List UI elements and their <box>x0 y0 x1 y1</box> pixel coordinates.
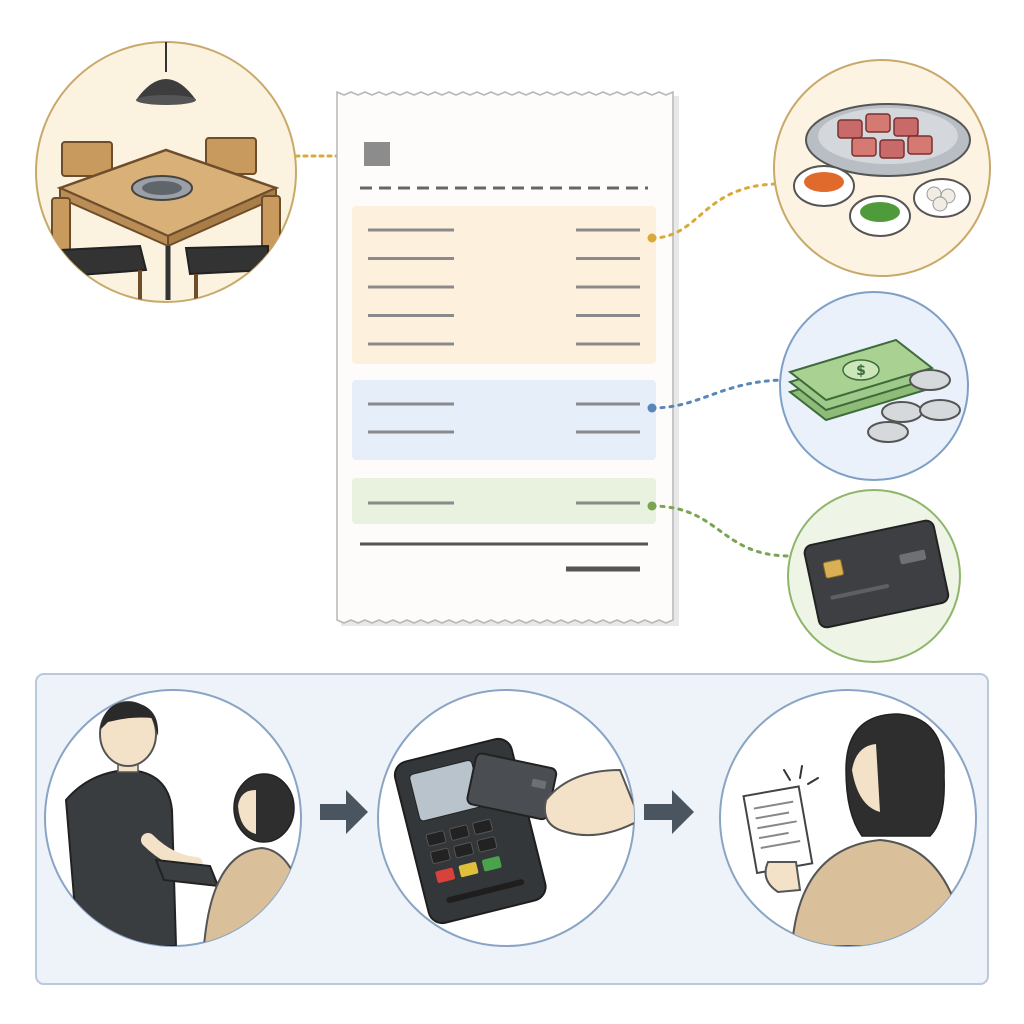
waiter-presenting-bill-icon <box>44 689 302 947</box>
receipt-logo <box>364 142 390 166</box>
customer-reading-receipt-icon <box>719 689 977 947</box>
cash-connector <box>650 378 784 410</box>
cash-money-icon: $ <box>779 291 969 481</box>
receipt-card-band <box>352 478 656 524</box>
credit-card-icon <box>787 489 961 663</box>
receipt-cash-band <box>352 380 656 460</box>
step-arrow-2 <box>644 790 694 834</box>
restaurant-table-icon <box>35 41 297 303</box>
korean-bbq-food-icon <box>773 59 991 277</box>
card-connector <box>650 504 792 558</box>
card-payment-terminal-icon <box>377 689 635 947</box>
receipt-food-band <box>352 206 656 364</box>
step-arrow-1 <box>320 790 368 834</box>
svg-text:$: $ <box>856 363 866 379</box>
receipt <box>336 90 679 626</box>
receipt-line-items <box>368 228 640 505</box>
